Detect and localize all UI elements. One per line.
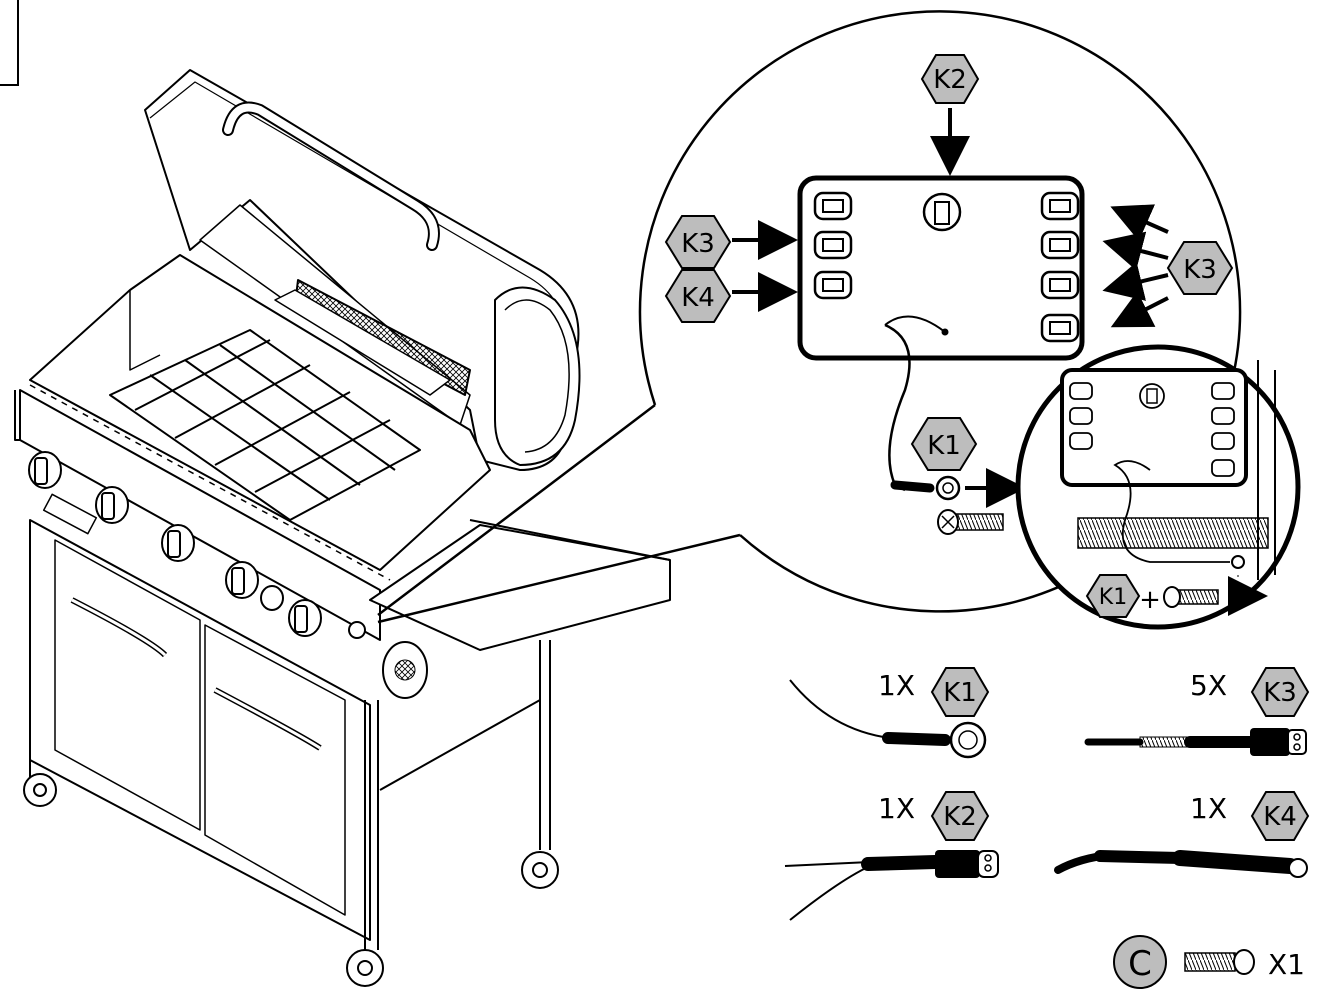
cooking-grates — [109, 329, 421, 521]
svg-text:1X: 1X — [878, 792, 915, 825]
svg-text:X1: X1 — [1268, 948, 1305, 981]
inset-detail — [1015, 344, 1301, 630]
ignition-module — [797, 175, 1085, 361]
svg-text:1X: 1X — [1190, 792, 1227, 825]
brand-badge — [42, 493, 98, 535]
detail-callout — [377, 10, 1242, 624]
plus-sign: + — [1139, 585, 1161, 615]
svg-text:K3: K3 — [1263, 678, 1297, 708]
inset-screw-icon — [1163, 586, 1219, 608]
hex-label-k3-right: K3 — [1166, 241, 1234, 295]
svg-text:K1: K1 — [1099, 585, 1127, 610]
part-k1: 1X K1 — [789, 667, 990, 759]
part-k3: 5X K3 — [1084, 667, 1310, 756]
svg-text:1X: 1X — [878, 669, 915, 702]
svg-text:K3: K3 — [681, 229, 715, 259]
connection-arrows — [732, 108, 1169, 508]
svg-text:K4: K4 — [681, 283, 715, 313]
svg-text:C: C — [1128, 944, 1152, 984]
hex-label-k1-ground: K1 — [910, 417, 978, 471]
control-panel — [19, 389, 381, 641]
hex-label-k1-inset: K1 — [1085, 574, 1141, 618]
svg-text:K3: K3 — [1183, 255, 1217, 285]
svg-text:K2: K2 — [933, 65, 967, 95]
svg-text:K1: K1 — [943, 678, 977, 708]
svg-text:K2: K2 — [943, 802, 977, 832]
svg-text:5X: 5X — [1190, 669, 1227, 702]
ground-wire — [884, 323, 911, 492]
hex-label-k4-left: K4 — [664, 269, 732, 323]
part-k4: 1X K4 — [1054, 791, 1310, 878]
hardware-c: C X1 — [1113, 935, 1305, 989]
page-frame-corner — [0, 0, 19, 86]
hex-label-k3-left: K3 — [664, 215, 732, 269]
screw-icon — [937, 509, 1004, 535]
grill-illustration — [14, 69, 671, 987]
svg-text:K1: K1 — [927, 431, 961, 461]
hex-label-k2-top: K2 — [920, 54, 980, 104]
part-k2: 1X K2 — [784, 791, 999, 921]
casters — [23, 773, 559, 987]
control-knobs — [28, 451, 322, 637]
svg-text:K4: K4 — [1263, 802, 1297, 832]
